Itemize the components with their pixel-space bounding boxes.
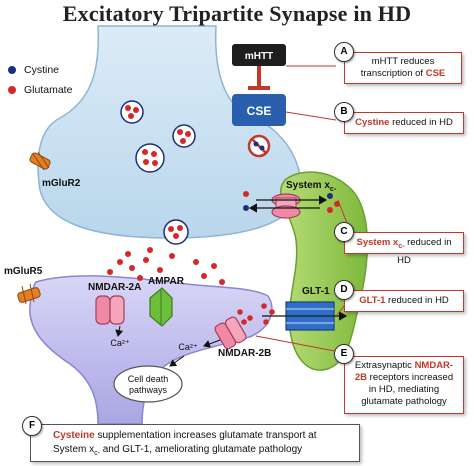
callout-c: System xc- reduced in HD bbox=[344, 232, 464, 266]
callout-c-badge: C bbox=[334, 222, 354, 242]
legend-item-glutamate: Glutamate bbox=[8, 80, 72, 100]
cse-box bbox=[232, 94, 286, 126]
nmdar2b-glutamate bbox=[237, 309, 253, 325]
ca-label-1: Ca²⁺ bbox=[110, 338, 130, 348]
callout-a: mHTT reduces transcription of CSE bbox=[344, 52, 462, 84]
callout-f-line2: System xc- and GLT-1, ameliorating gluta… bbox=[53, 444, 303, 457]
ca-arrow-2 bbox=[203, 339, 221, 348]
glutamate-molecules bbox=[107, 247, 225, 285]
legend-label: Glutamate bbox=[24, 84, 73, 96]
nmdar2b-receptor bbox=[214, 316, 247, 350]
callout-e-line2: 2B receptors increased bbox=[354, 372, 454, 383]
callout-e-line4: glutamate pathology bbox=[361, 396, 447, 407]
system-xc-label: System xc- bbox=[286, 180, 337, 193]
mhtt-label: mHTT bbox=[245, 51, 273, 62]
postsynaptic-spine bbox=[29, 275, 273, 425]
blocked-cysteine-icon bbox=[247, 134, 271, 158]
glt1-glutamate bbox=[261, 303, 275, 325]
callout-d-badge: D bbox=[334, 280, 354, 300]
cell-death-bubble bbox=[113, 365, 183, 403]
callout-d: GLT-1 reduced in HD bbox=[344, 290, 464, 312]
ca-arrow-1 bbox=[115, 325, 124, 337]
ampar-label: AMPAR bbox=[148, 276, 184, 287]
system-xc-transporter bbox=[271, 193, 301, 219]
callout-f-badge: F bbox=[22, 416, 42, 436]
legend: Cystine Glutamate bbox=[8, 60, 72, 100]
callout-e-line3: in HD, mediating bbox=[368, 384, 440, 395]
mhtt-box bbox=[232, 44, 286, 66]
callout-a-line1: mHTT reduces bbox=[371, 56, 435, 67]
nmdar2a-label: NMDAR-2A bbox=[88, 282, 142, 293]
callout-b: Cystine reduced in HD bbox=[344, 112, 464, 134]
vesicle bbox=[120, 100, 144, 124]
mglur2-label: mGluR2 bbox=[42, 178, 81, 189]
callout-a-badge: A bbox=[334, 42, 354, 62]
glutamate-dot-icon bbox=[8, 86, 16, 94]
vesicle bbox=[135, 143, 165, 173]
nmdar2b-label: NMDAR-2B bbox=[218, 348, 272, 359]
callout-a-line2: transcription of CSE bbox=[360, 68, 446, 79]
callout-e-line1: Extrasynaptic NMDAR- bbox=[354, 360, 454, 371]
callout-b-badge: B bbox=[334, 102, 354, 122]
vesicle bbox=[172, 124, 196, 148]
callout-f: Cysteine supplementation increases gluta… bbox=[30, 424, 360, 462]
legend-label: Cystine bbox=[24, 64, 60, 76]
mglur5-receptor bbox=[17, 283, 41, 305]
callout-e-badge: E bbox=[334, 344, 354, 364]
callout-f-line1: Cysteine supplementation increases gluta… bbox=[53, 430, 317, 441]
cell-death-label-2: pathways bbox=[129, 385, 168, 395]
nmdar2a-receptor bbox=[95, 295, 125, 325]
cell-death-label-1: Cell death bbox=[128, 374, 169, 384]
callout-e: Extrasynaptic NMDAR- 2B receptors increa… bbox=[344, 356, 464, 414]
cse-label: CSE bbox=[247, 104, 272, 118]
cystine-dot-icon bbox=[8, 66, 16, 74]
mglur2-receptor bbox=[29, 151, 51, 171]
legend-item-cystine: Cystine bbox=[8, 60, 72, 80]
cell-death-arrow bbox=[169, 355, 185, 367]
page-title: Excitatory Tripartite Synapse in HD bbox=[62, 1, 412, 26]
vesicle bbox=[163, 219, 189, 245]
ca-label-2: Ca²⁺ bbox=[178, 342, 198, 352]
glt1-label: GLT-1 bbox=[302, 286, 330, 297]
mglur5-label: mGluR5 bbox=[4, 266, 43, 277]
ampar-receptor bbox=[149, 287, 173, 327]
